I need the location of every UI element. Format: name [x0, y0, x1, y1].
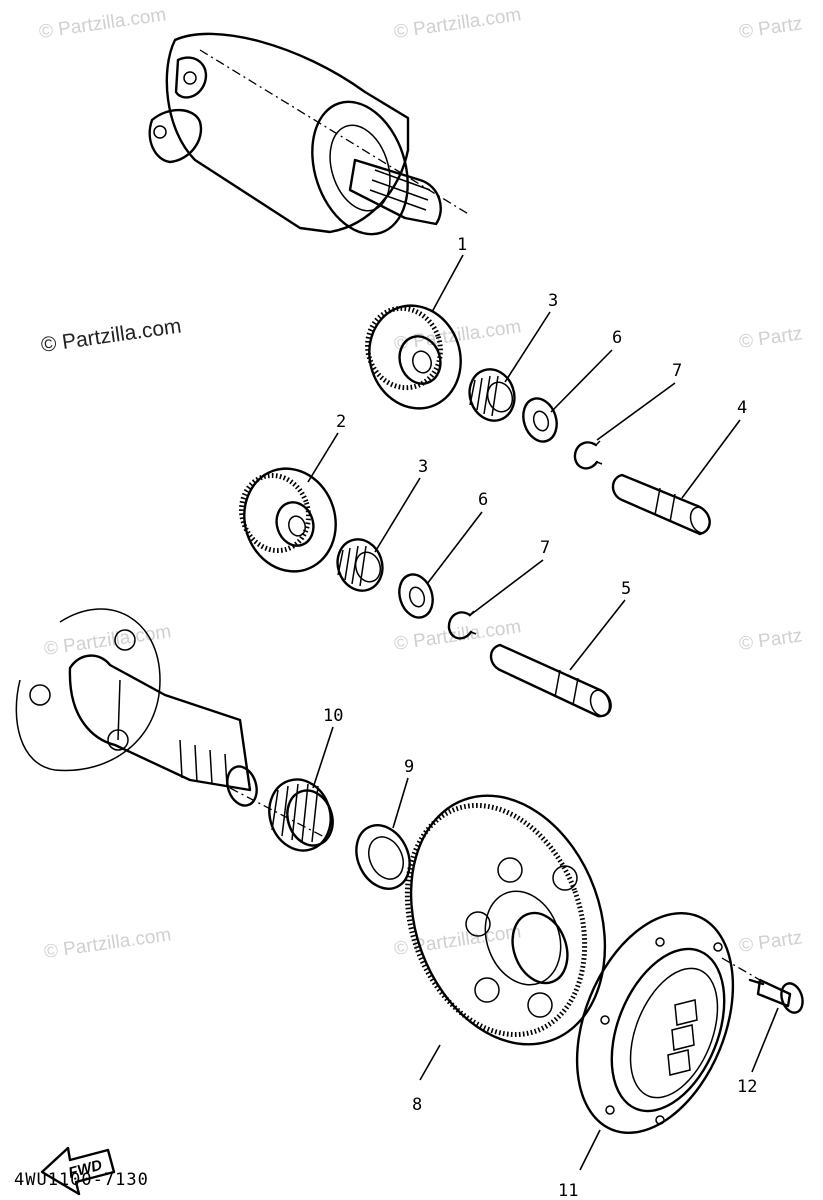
bolt-12 — [721, 957, 804, 1014]
callout-7: 7 — [540, 538, 550, 558]
watermark: © Partzilla.com — [43, 621, 173, 660]
callout-9: 9 — [404, 757, 414, 777]
callout-5: 5 — [621, 579, 631, 599]
callout-10: 10 — [323, 706, 343, 726]
callout-11: 11 — [558, 1181, 578, 1200]
callout-6: 6 — [478, 490, 488, 510]
watermark: © Partzilla.com — [38, 4, 168, 43]
callout-4: 4 — [737, 398, 747, 418]
needle-bearing-3-lower — [336, 538, 384, 592]
callout-8: 8 — [412, 1095, 422, 1115]
watermark: © Partz — [738, 625, 804, 655]
watermark: © Partz — [738, 927, 804, 957]
callout-2: 2 — [336, 412, 346, 432]
gear-1 — [365, 304, 462, 410]
watermark: © Partzilla.com — [39, 314, 182, 356]
callout-7: 7 — [672, 361, 682, 381]
watermark: © Partzilla.com — [393, 316, 523, 355]
washer-9 — [355, 824, 411, 890]
watermark: © Partzilla.com — [393, 616, 523, 655]
callout-12: 12 — [737, 1077, 757, 1097]
flywheel-crank — [15, 608, 331, 841]
leader-lines — [307, 254, 779, 1171]
washer-6-upper — [522, 397, 558, 443]
shaft-5 — [489, 643, 612, 718]
watermark: © Partz — [738, 323, 804, 353]
starter-gear-8 — [404, 794, 607, 1046]
diagram-code: 4WU1100-7130 — [14, 1170, 149, 1190]
starter-motor — [148, 32, 471, 236]
shaft-4 — [611, 473, 711, 536]
callout-3: 3 — [418, 457, 428, 477]
callout-6: 6 — [612, 328, 622, 348]
watermark: © Partzilla.com — [43, 924, 173, 963]
watermark: © Partz — [738, 13, 804, 43]
needle-bearing-3-upper — [468, 368, 516, 422]
needle-bearing-10 — [268, 778, 334, 852]
gear-2 — [238, 467, 337, 573]
one-way-clutch-11 — [575, 911, 735, 1135]
washer-6-lower — [398, 573, 434, 619]
callout-1: 1 — [457, 235, 467, 255]
callouts: 1 3 6 7 4 2 3 6 7 5 10 9 8 11 12 — [323, 235, 757, 1200]
callout-3: 3 — [548, 291, 558, 311]
circlip-7-upper — [573, 440, 603, 470]
watermark: © Partzilla.com — [393, 4, 523, 43]
